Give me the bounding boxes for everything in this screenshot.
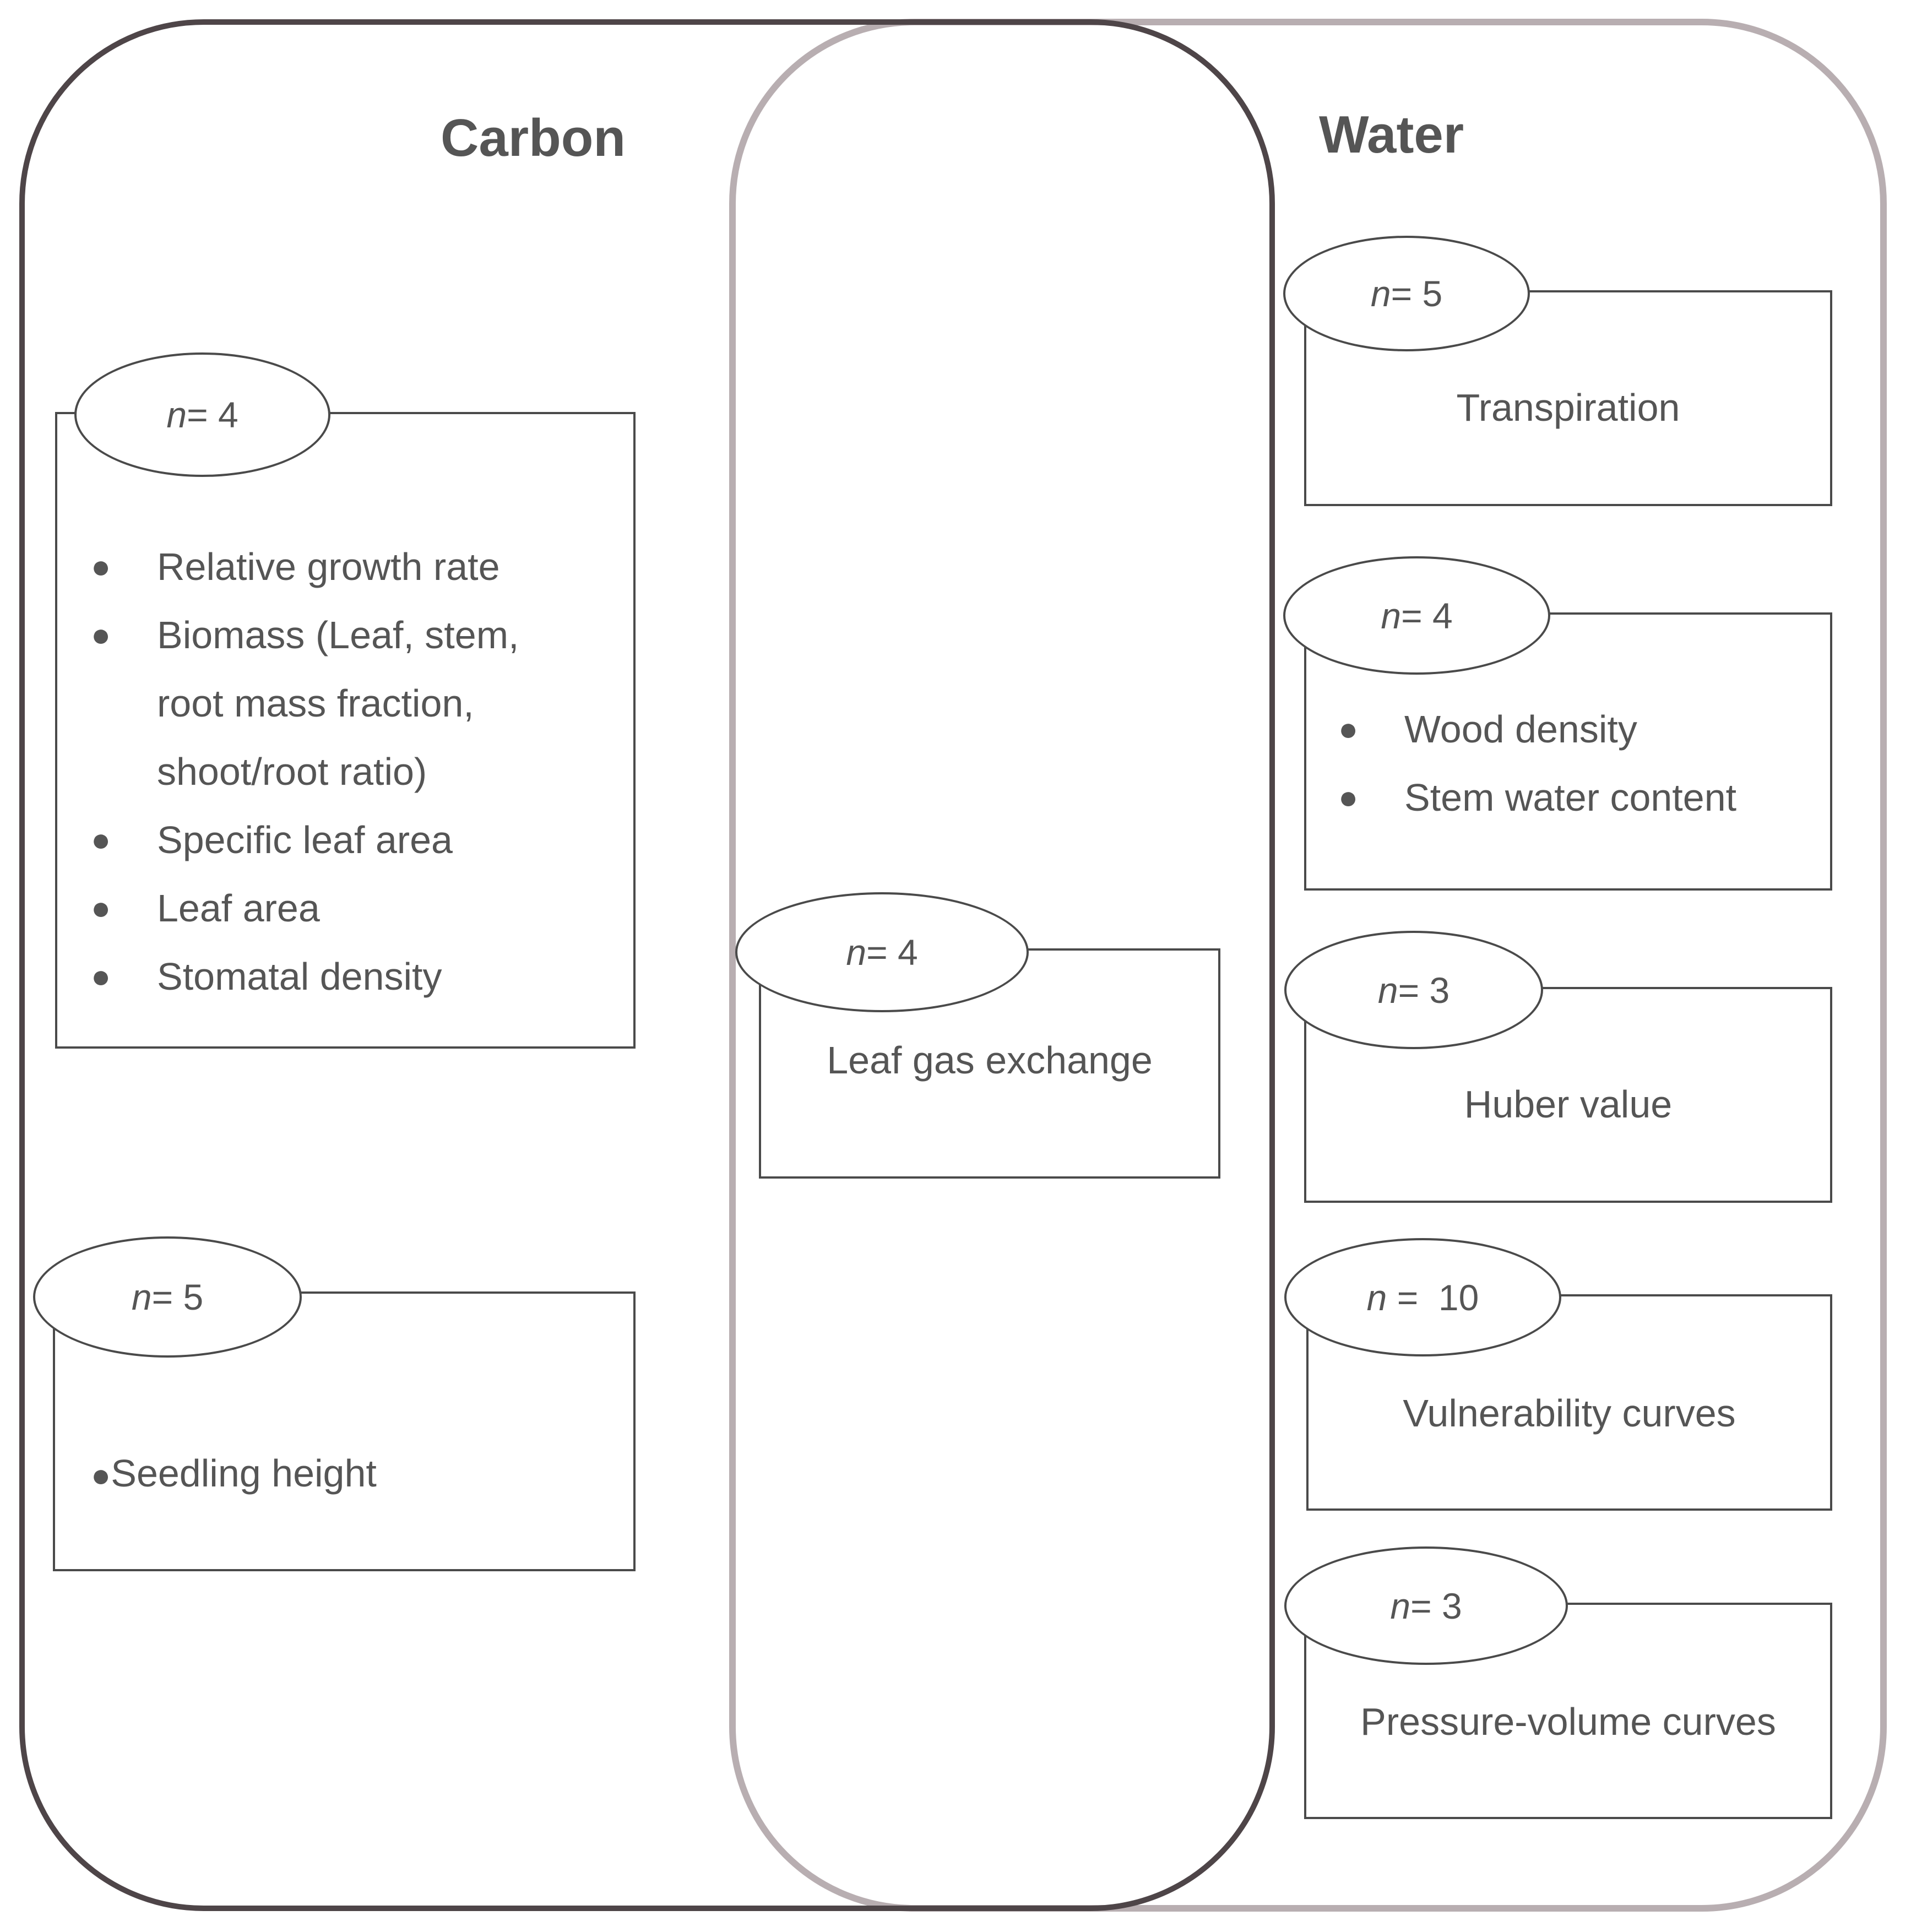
count-n-label: n [846,932,867,973]
carbon-box-seedling-count: n= 5 [33,1236,302,1358]
transpiration-label: Transpiration [1456,386,1680,429]
list-item: ● Wood density [1338,695,1823,763]
seedling-height-item: ●Seedling height [91,1451,377,1495]
water-region-outline [729,19,1887,1912]
water-wood-list: ● Wood density ● Stem water content [1338,695,1823,832]
list-item: ● Stomatal density [91,942,620,1011]
bullet-icon: ● [91,821,111,858]
carbon-box-growth-traits [55,412,636,1049]
carbon-box-growth-traits-count: n= 4 [74,352,330,477]
bullet-icon: ● [1338,779,1359,816]
count-n-label: n [131,1277,152,1317]
list-item-line: shoot/root ratio) [157,750,427,793]
list-item-line: Stem water content [1404,776,1737,819]
leaf-gas-exchange-label: Leaf gas exchange [827,1039,1153,1082]
count-n-label: n [1377,969,1398,1011]
seedling-height-label: Seedling height [111,1452,377,1495]
list-item-line: Relative growth rate [157,545,500,588]
bullet-icon: ● [91,548,111,585]
water-title: Water [1319,105,1464,164]
list-item-line: root mass fraction, [157,682,474,725]
count-value: = 5 [1391,273,1443,314]
list-item-line: Specific leaf area [157,818,453,861]
list-item-line: Leaf area [157,887,320,930]
vulnerability-curves-label: Vulnerability curves [1403,1392,1736,1435]
count-value: = 4 [866,932,918,973]
carbon-title: Carbon [441,108,626,167]
list-item: ● Relative growth rate [91,533,620,601]
water-box-vulnerability-count: n = 10 [1284,1238,1561,1356]
shared-box-count: n= 4 [735,892,1029,1012]
water-box-transpiration-count: n= 5 [1283,236,1530,351]
bullet-icon: ● [91,1457,111,1494]
count-n-label: n [1381,595,1402,636]
count-n-label: n [1370,273,1391,314]
bullet-icon: ● [1338,710,1359,747]
count-value: = 10 [1387,1277,1479,1318]
count-value: = 5 [151,1277,204,1317]
carbon-growth-traits-list: ● Relative growth rate ● Biomass (Leaf, st… [91,533,620,1011]
list-item-line: Biomass (Leaf, stem, [157,614,519,656]
bullet-icon: ● [91,889,111,926]
carbon-box-seedling [53,1291,636,1571]
count-value: = 3 [1398,969,1450,1011]
huber-value-label: Huber value [1464,1083,1673,1126]
count-n-label: n [1390,1585,1411,1626]
count-n-label: n [166,394,187,435]
list-item-line: Wood density [1404,708,1637,751]
count-value: = 4 [1401,595,1453,636]
list-item: ● Biomass (Leaf, stem, root mass fraction,… [91,601,620,806]
pressure-volume-curves-label: Pressure-volume curves [1360,1700,1776,1743]
list-item-line: Stomatal density [157,955,442,998]
bullet-icon: ● [91,958,111,995]
water-box-pressure-volume-count: n= 3 [1284,1546,1568,1665]
bullet-icon: ● [91,616,111,653]
count-value: = 3 [1410,1585,1462,1626]
water-box-huber-count: n= 3 [1284,931,1543,1049]
water-box-wood-count: n= 4 [1283,556,1550,675]
list-item: ● Stem water content [1338,763,1823,832]
list-item: ● Specific leaf area [91,806,620,874]
count-n-label: n [1366,1277,1387,1318]
count-value: = 4 [187,394,238,435]
carbon-region-outline [19,19,1275,1911]
list-item: ● Leaf area [91,874,620,942]
